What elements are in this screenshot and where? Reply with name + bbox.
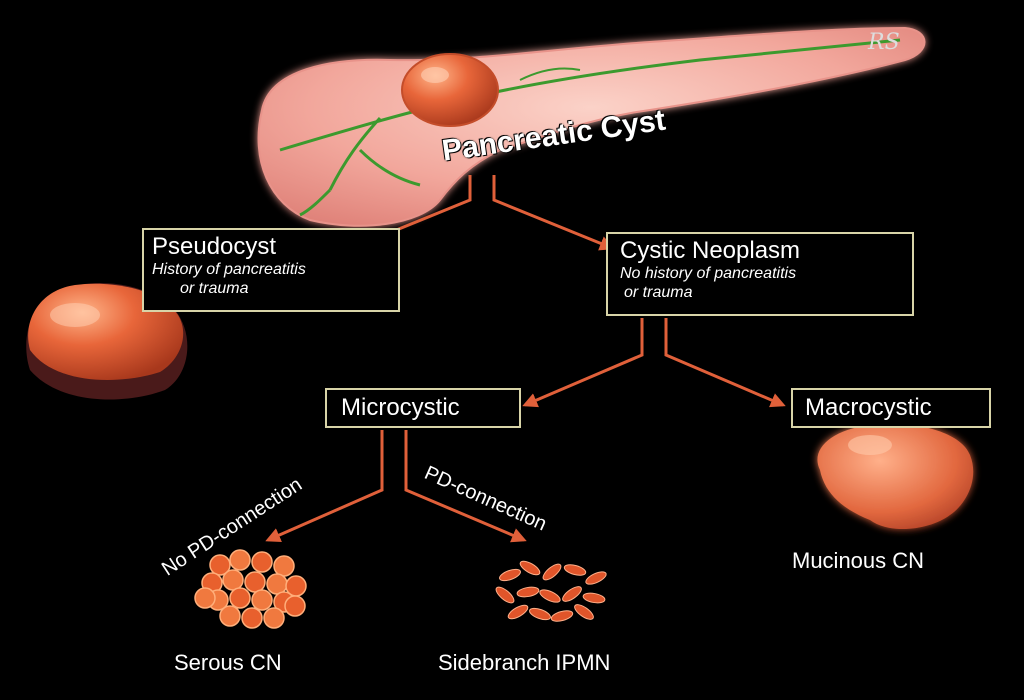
artist-signature: RS — [868, 30, 900, 55]
ipmn-segment — [499, 568, 521, 582]
pseudocyst-illustration — [26, 282, 188, 400]
ipmn-segment — [516, 586, 540, 598]
ipmn-segment — [550, 610, 574, 622]
ipmn-segment — [542, 563, 562, 581]
cystic-neoplasm-line2: or trauma — [624, 284, 693, 301]
serous-cell — [219, 605, 241, 627]
serous-cell — [241, 607, 263, 629]
microcystic-label: Microcystic — [341, 394, 460, 421]
pseudocyst-line2: or trauma — [180, 280, 249, 297]
ipmn-segment — [495, 586, 515, 604]
ipmn-illustration — [495, 560, 607, 622]
ipmn-segment — [529, 607, 551, 621]
sidebranch-ipmn-label: Sidebranch IPMN — [438, 650, 611, 675]
ipmn-segment — [585, 571, 607, 585]
serous-cn-label: Serous CN — [174, 650, 282, 675]
serous-cell — [222, 569, 244, 591]
ipmn-segment — [563, 564, 587, 576]
serous-cell — [194, 587, 216, 609]
serous-cell — [244, 571, 266, 593]
microcystic-box: Microcystic — [325, 388, 521, 428]
serous-cell — [251, 551, 273, 573]
arrow-to-serous — [265, 430, 384, 543]
ipmn-segment — [582, 592, 606, 604]
macrocystic-label: Macrocystic — [805, 394, 932, 421]
ipmn-segment — [519, 560, 541, 576]
ipmn-segment — [539, 589, 561, 603]
arrow-to-microcystic — [522, 318, 644, 408]
pseudocyst-box: Pseudocyst History of pancreatitis or tr… — [142, 228, 400, 312]
pseudocyst-title: Pseudocyst — [152, 233, 277, 260]
serous-cell — [229, 549, 251, 571]
pseudocyst-line1: History of pancreatitis — [152, 261, 306, 278]
mucinous-cn-label: Mucinous CN — [792, 548, 925, 573]
serous-cell — [251, 589, 273, 611]
pancreas-illustration — [257, 26, 926, 227]
cystic-neoplasm-box: Cystic Neoplasm No history of pancreatit… — [606, 232, 914, 316]
serous-cn-illustration — [194, 549, 307, 629]
arrow-to-neoplasm — [492, 175, 615, 251]
serous-cell — [284, 595, 306, 617]
macrocystic-box: Macrocystic — [791, 388, 991, 428]
serous-cell — [263, 607, 285, 629]
cystic-neoplasm-line1: No history of pancreatitis — [620, 265, 797, 282]
ipmn-segment — [507, 604, 529, 620]
cystic-neoplasm-title: Cystic Neoplasm — [620, 237, 801, 264]
mucinous-cn-illustration — [817, 423, 974, 530]
ipmn-segment — [574, 604, 594, 620]
serous-cell — [273, 555, 295, 577]
serous-cell — [209, 554, 231, 576]
arrow-to-macrocystic — [664, 318, 786, 408]
arrow-to-ipmn — [404, 430, 527, 543]
serous-cell — [266, 573, 288, 595]
serous-cell — [229, 587, 251, 609]
ipmn-segment — [562, 586, 582, 602]
